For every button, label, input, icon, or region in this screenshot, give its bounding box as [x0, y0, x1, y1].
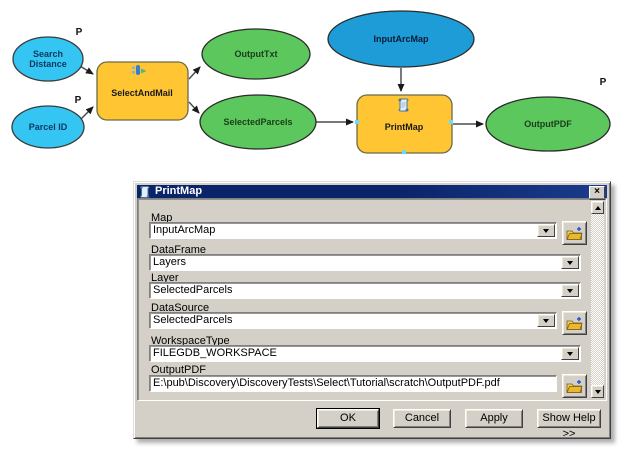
output-pdf-label: OutputPDF: [524, 119, 572, 129]
node-parcel-id[interactable]: Parcel ID: [11, 105, 85, 149]
selected-parcels-label: SelectedParcels: [223, 117, 292, 127]
chevron-down-icon: [567, 289, 573, 296]
connector-selectandmail-outputtxt: [188, 66, 201, 80]
folder-open-icon: [566, 226, 583, 240]
output-txt-label: OutputTxt: [235, 49, 278, 59]
p-badge-output-pdf: P: [600, 77, 607, 88]
dataframe-dropdown-button[interactable]: [561, 256, 579, 269]
layer-label: Layer: [151, 272, 179, 284]
datasource-browse-button[interactable]: [562, 311, 587, 335]
dataframe-label: DataFrame: [151, 244, 207, 256]
close-button[interactable]: ×: [589, 186, 605, 200]
layer-dropdown-button[interactable]: [561, 284, 579, 297]
node-selected-parcels[interactable]: SelectedParcels: [199, 94, 317, 150]
print-map-label: PrintMap: [385, 122, 424, 132]
connector-selectandmail-selectedparcels: [188, 101, 200, 114]
input-arcmap-ellipse[interactable]: [327, 10, 475, 68]
input-arcmap-label: InputArcMap: [374, 34, 430, 44]
node-output-pdf[interactable]: OutputPDF: [485, 96, 611, 152]
connector-searchdistance-selectandmail: [79, 65, 94, 75]
node-output-txt[interactable]: OutputTxt: [201, 28, 311, 80]
workspacetype-dropdown-button[interactable]: [561, 347, 579, 360]
datasource-combobox[interactable]: SelectedParcels: [149, 312, 557, 329]
chevron-down-icon: [594, 389, 601, 397]
scroll-up-button[interactable]: [591, 201, 604, 214]
node-input-arcmap[interactable]: InputArcMap: [327, 10, 475, 68]
folder-open-icon: [566, 316, 583, 330]
dataframe-combobox[interactable]: Layers: [149, 254, 581, 271]
workspacetype-value[interactable]: FILEGDB_WORKSPACE: [153, 347, 277, 359]
close-icon: ×: [594, 186, 600, 197]
select-and-mail-label: SelectAndMail: [111, 88, 173, 98]
modelbuilder-diagram: P P P Search Distance Parcel ID InputArc…: [11, 10, 611, 154]
folder-open-icon: [566, 379, 583, 393]
parcel-id-label: Parcel ID: [29, 122, 68, 132]
datasource-value[interactable]: SelectedParcels: [153, 314, 233, 326]
chevron-down-icon: [567, 352, 573, 359]
outputpdf-input[interactable]: E:\pub\Discovery\DiscoveryTests\Select\T…: [149, 375, 557, 392]
outputpdf-value[interactable]: E:\pub\Discovery\DiscoveryTests\Select\T…: [153, 377, 500, 389]
dialog-title: PrintMap: [155, 185, 203, 197]
apply-button[interactable]: Apply: [465, 409, 523, 428]
model-icon: [132, 65, 147, 75]
chevron-down-icon: [543, 319, 549, 326]
dataframe-value[interactable]: Layers: [153, 256, 187, 268]
printmap-dialog: PrintMap × Map InputArcMap DataFrame Lay…: [133, 181, 611, 440]
anchor-right: [449, 120, 453, 124]
select-and-mail-box[interactable]: [96, 61, 189, 121]
outputpdf-browse-button[interactable]: [562, 374, 587, 398]
p-badge-parcel-id: P: [75, 95, 82, 106]
scroll-down-button[interactable]: [591, 385, 604, 398]
output-txt-ellipse[interactable]: [201, 28, 311, 80]
datasource-label: DataSource: [151, 302, 210, 314]
ok-button[interactable]: OK: [317, 409, 379, 428]
search-distance-ellipse[interactable]: [12, 36, 84, 82]
map-browse-button[interactable]: [562, 221, 587, 245]
parcel-id-ellipse[interactable]: [11, 105, 85, 149]
layer-combobox[interactable]: SelectedParcels: [149, 282, 581, 299]
cancel-button[interactable]: Cancel: [393, 409, 451, 428]
layer-value[interactable]: SelectedParcels: [153, 284, 233, 296]
anchor-bottom: [402, 150, 406, 154]
map-value[interactable]: InputArcMap: [153, 224, 216, 236]
chevron-down-icon: [567, 261, 573, 268]
node-print-map[interactable]: PrintMap: [355, 94, 453, 154]
anchor-left: [355, 120, 359, 124]
search-distance-label-line1: Search: [33, 49, 63, 59]
node-select-and-mail[interactable]: SelectAndMail: [96, 61, 189, 121]
dialog-titlebar[interactable]: PrintMap ×: [137, 185, 607, 200]
selected-parcels-ellipse[interactable]: [199, 94, 317, 150]
output-pdf-ellipse[interactable]: [485, 96, 611, 152]
connector-parcelid-selectandmail: [80, 106, 94, 120]
map-combobox[interactable]: InputArcMap: [149, 222, 557, 239]
chevron-up-icon: [594, 203, 601, 210]
show-help-button[interactable]: Show Help >>: [537, 409, 601, 440]
map-label: Map: [151, 212, 173, 224]
map-dropdown-button[interactable]: [537, 224, 555, 237]
datasource-dropdown-button[interactable]: [537, 314, 555, 327]
parameters-panel: Map InputArcMap DataFrame Layers Layer S…: [137, 198, 607, 401]
p-badge-search-distance: P: [76, 27, 83, 38]
search-distance-label-line2: Distance: [29, 59, 67, 69]
panel-scrollbar[interactable]: [591, 201, 604, 398]
chevron-down-icon: [543, 229, 549, 236]
node-search-distance[interactable]: Search Distance: [12, 36, 84, 82]
outputpdf-label: OutputPDF: [151, 364, 207, 376]
workspacetype-combobox[interactable]: FILEGDB_WORKSPACE: [149, 345, 581, 362]
workspacetype-label: WorkspaceType: [151, 335, 230, 347]
script-icon: [398, 98, 409, 112]
script-icon: [140, 186, 150, 198]
